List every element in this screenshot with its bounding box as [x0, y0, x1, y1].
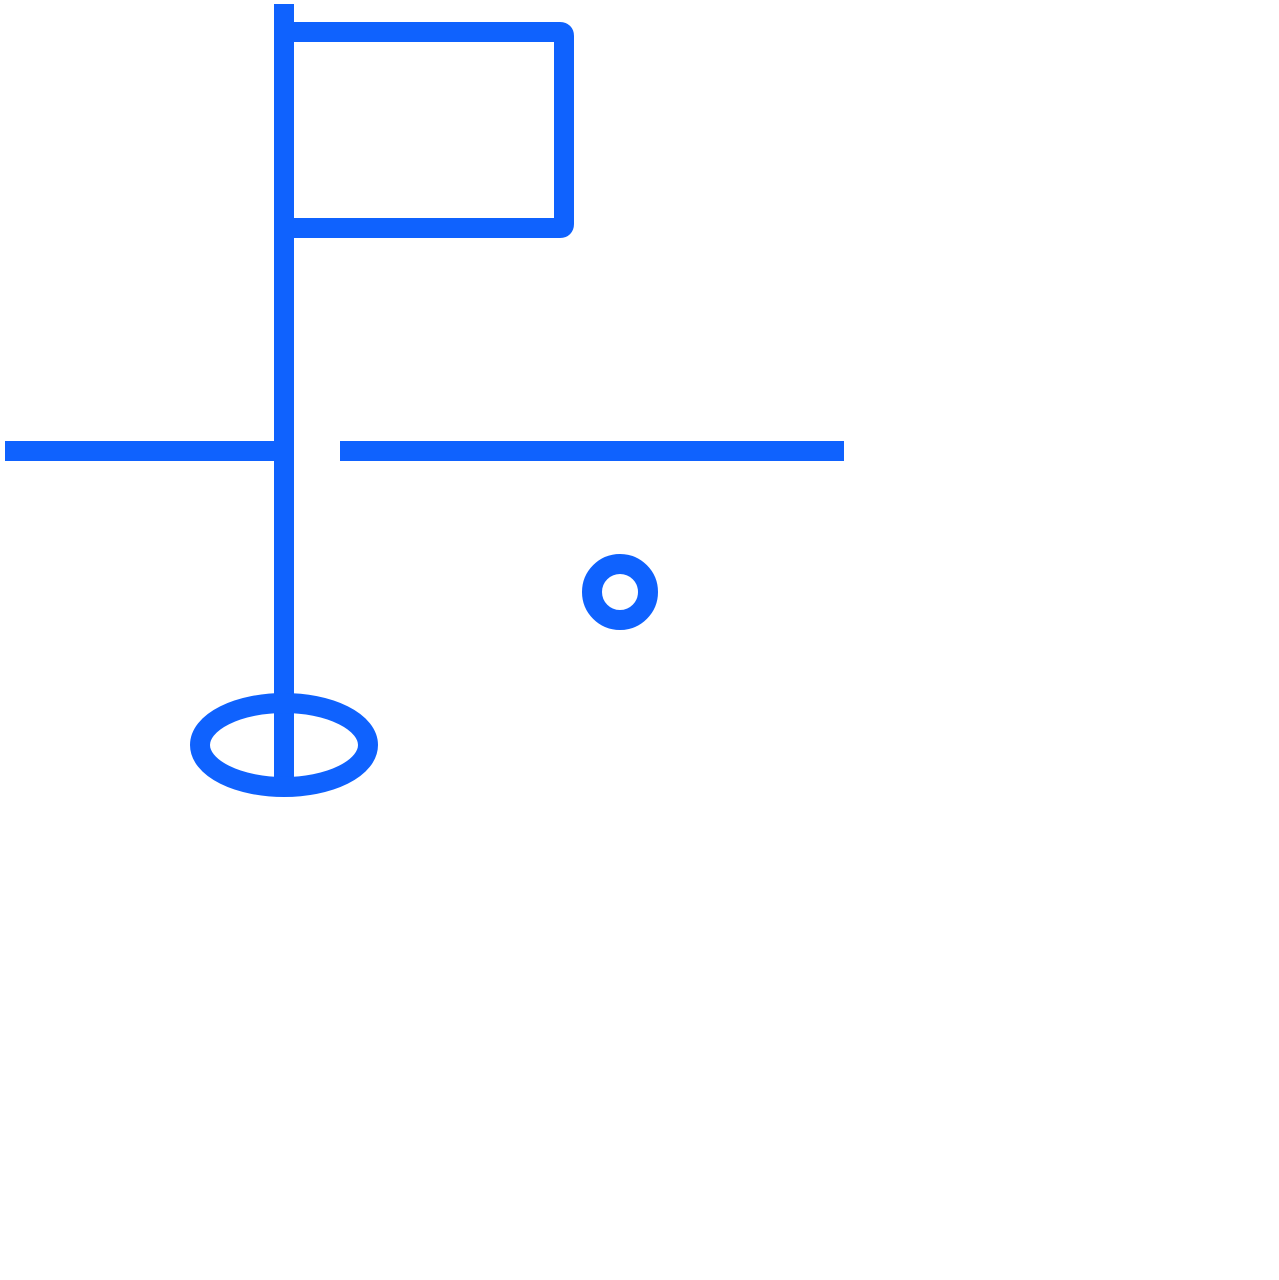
golf-hole	[190, 693, 378, 797]
golf-ball	[582, 554, 658, 630]
flag	[284, 22, 574, 238]
